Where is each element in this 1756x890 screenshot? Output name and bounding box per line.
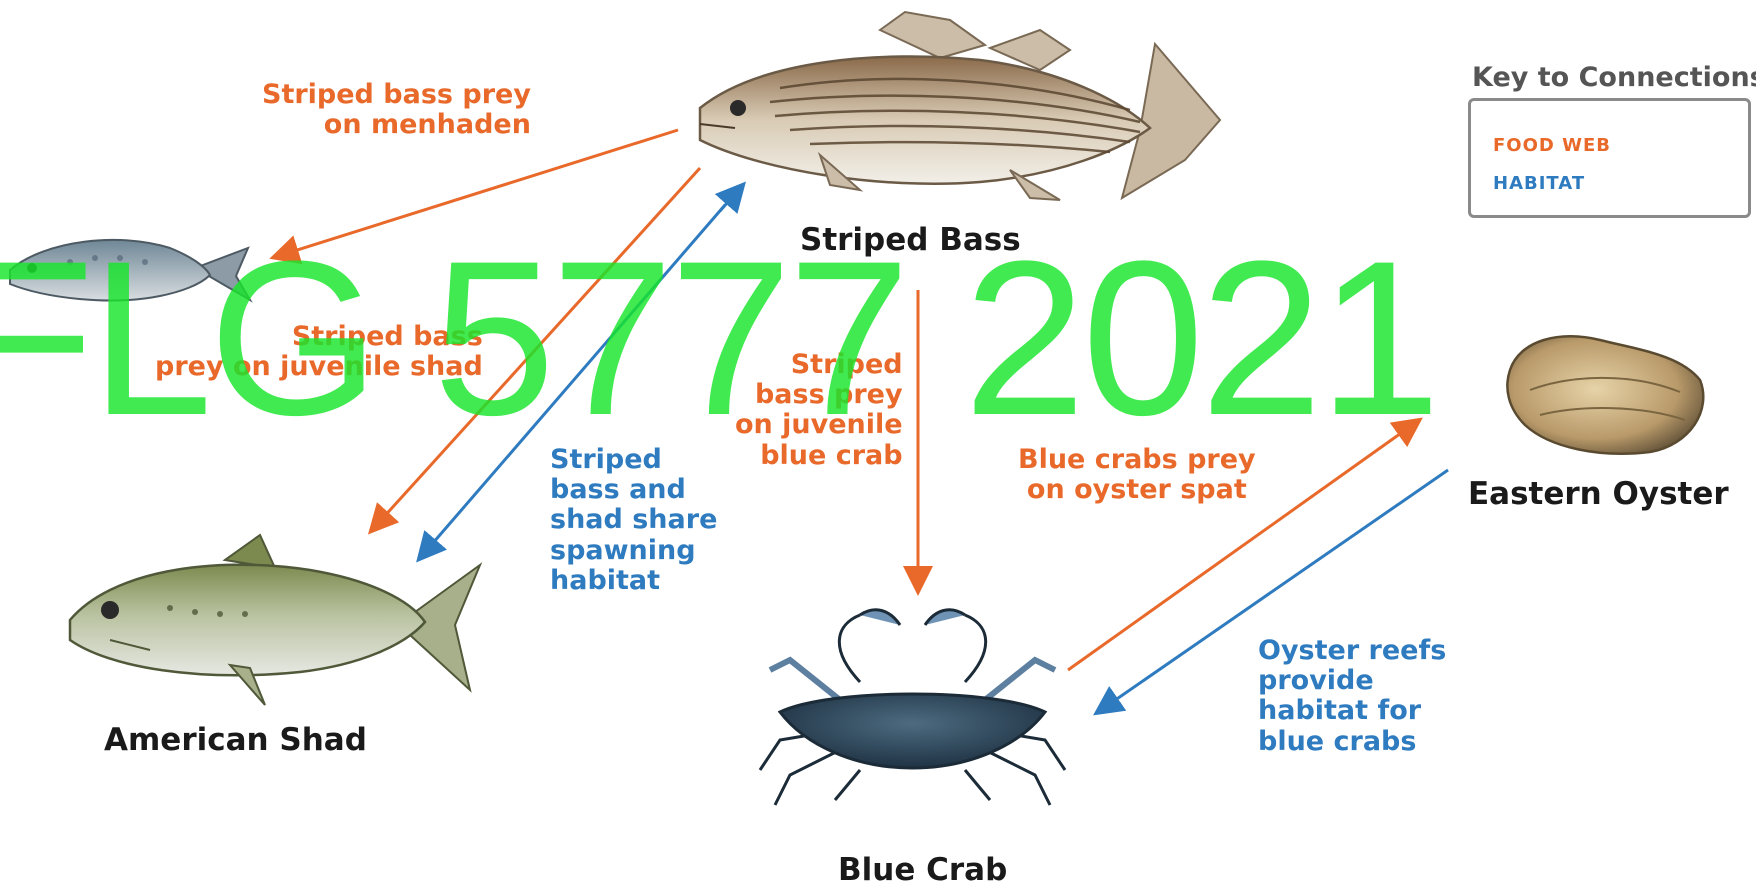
blue-crab-label: Blue Crab [838,852,1007,888]
label-bass-shad-prey: Striped bass prey on juvenile shad [155,322,483,382]
arrow-bass-to-menhaden [275,130,678,257]
label-crab-oyster: Blue crabs prey on oyster spat [1018,445,1256,505]
menhaden-image [10,240,250,301]
key-box: FOOD WEB HABITAT [1468,98,1751,218]
eastern-oyster-image [1507,336,1703,453]
label-oyster-crab-habitat: Oyster reefs provide habitat for blue cr… [1258,636,1446,757]
american-shad-image [70,535,480,705]
eastern-oyster-label: Eastern Oyster [1468,476,1729,512]
key-habitat: HABITAT [1493,173,1585,194]
blue-crab-image [760,610,1065,805]
key-title: Key to Connections [1472,62,1756,93]
arrow-shad-bass-habitat-b [720,186,742,211]
label-bass-crab: Striped bass prey on juvenile blue crab [735,350,903,471]
american-shad-label: American Shad [104,722,367,758]
label-bass-menhaden: Striped bass prey on menhaden [262,80,531,140]
striped-bass-label: Striped Bass [800,222,1021,258]
striped-bass-image [700,12,1220,200]
key-food-web: FOOD WEB [1493,135,1611,156]
label-bass-shad-habitat: Striped bass and shad share spawning hab… [550,445,717,596]
